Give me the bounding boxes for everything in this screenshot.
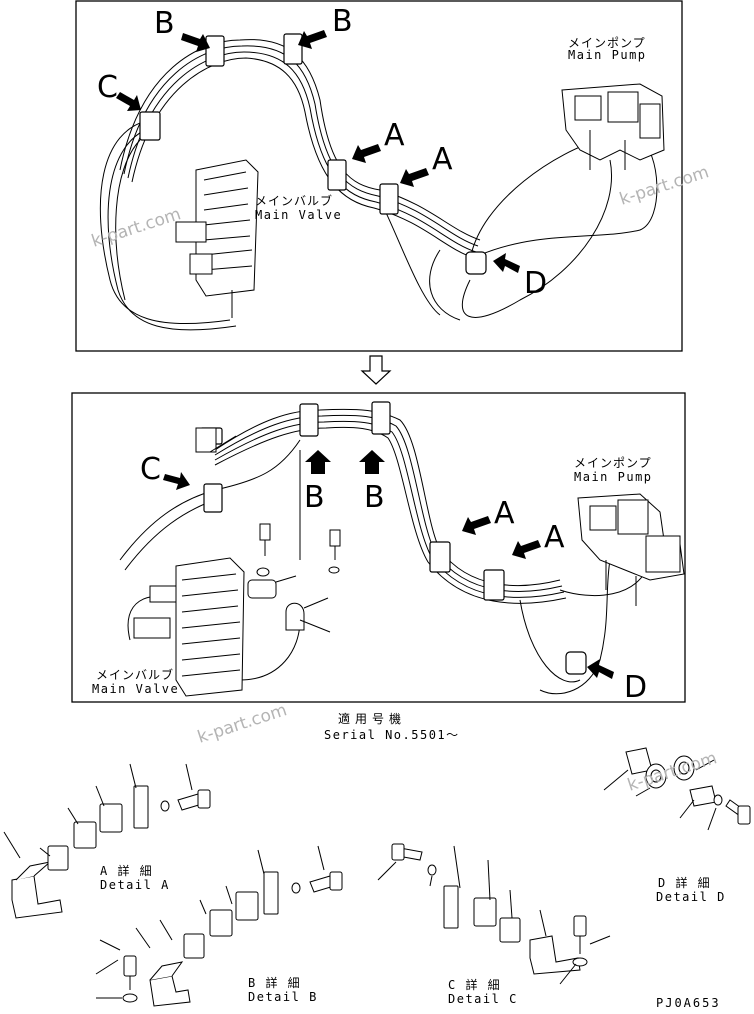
detail-c-caption-en: Detail C <box>448 992 518 1006</box>
before-callout-label-c: C <box>97 70 118 105</box>
before-main-valve-label-jp: メインバルブ <box>255 194 334 208</box>
detail-a-caption-jp: A 詳 細 <box>100 864 154 878</box>
callout-arrow-icon <box>163 472 190 490</box>
after-loose-hardware <box>247 523 341 633</box>
callout-arrow-icon <box>512 540 541 559</box>
detail-d-exploded-parts <box>603 747 751 831</box>
after-callout-label-d: D <box>624 670 648 705</box>
callout-arrow-icon <box>181 33 210 52</box>
callout-arrow-icon <box>305 450 331 474</box>
before-callout-label-b-left: B <box>154 6 175 41</box>
callout-arrow-icon <box>352 144 381 163</box>
detail-a-caption-en: Detail A <box>100 878 170 892</box>
callout-arrow-icon <box>493 253 520 273</box>
after-callout-label-a-lower: A <box>544 520 565 555</box>
detail-b-caption-jp: B 詳 細 <box>248 976 302 990</box>
before-main-valve-label-en: Main Valve <box>255 208 343 222</box>
after-main-valve-label-jp: メインバルブ <box>96 668 175 682</box>
after-main-valve-label-en: Main Valve <box>92 682 180 696</box>
before-main-valve <box>175 159 259 318</box>
detail-c-caption-jp: C 詳 細 <box>448 978 502 992</box>
detail-c-exploded-parts <box>377 843 611 985</box>
transition-arrow-icon <box>360 355 392 385</box>
after-panel-frame <box>71 392 686 703</box>
after-main-valve <box>133 427 245 697</box>
before-main-pump-label-jp: メインポンプ <box>568 36 646 50</box>
detail-b-exploded-parts <box>95 845 343 1007</box>
after-main-pump-label-jp: メインポンプ <box>574 456 652 470</box>
before-hose-routing <box>99 39 658 331</box>
before-callout-label-b-right: B <box>332 4 353 39</box>
drawing-code: PJ0A653 <box>656 996 721 1010</box>
before-panel-frame <box>75 0 683 352</box>
after-main-pump-label-en: Main Pump <box>574 470 653 484</box>
detail-d-caption-jp: D 詳 細 <box>658 876 712 890</box>
after-callout-label-b-right: B <box>364 480 385 515</box>
serial-number: Serial No.5501～ <box>324 728 460 742</box>
callout-arrow-icon <box>462 516 491 535</box>
before-callout-label-a-lower: A <box>432 142 453 177</box>
before-clamps <box>139 33 487 275</box>
callout-arrow-icon <box>116 92 141 111</box>
before-main-pump-label-en: Main Pump <box>568 48 647 62</box>
detail-a-exploded-parts <box>3 763 211 919</box>
after-callout-label-b-left: B <box>304 480 325 515</box>
before-callout-label-a-upper: A <box>384 118 405 153</box>
detail-d-caption-en: Detail D <box>656 890 726 904</box>
before-callout-label-d: D <box>524 266 548 301</box>
detail-b-caption-en: Detail B <box>248 990 318 1004</box>
callout-arrow-icon <box>298 30 327 49</box>
before-callout-arrows <box>116 30 520 273</box>
callout-arrow-icon <box>587 659 614 679</box>
after-callout-arrows <box>163 450 614 679</box>
after-callout-label-c: C <box>140 452 161 487</box>
after-main-pump <box>577 493 685 606</box>
after-callout-label-a-upper: A <box>494 496 515 531</box>
serial-label-jp: 適用号機 <box>338 712 407 726</box>
before-main-pump <box>561 83 665 170</box>
callout-arrow-icon <box>359 450 385 474</box>
callout-arrow-icon <box>400 168 429 187</box>
